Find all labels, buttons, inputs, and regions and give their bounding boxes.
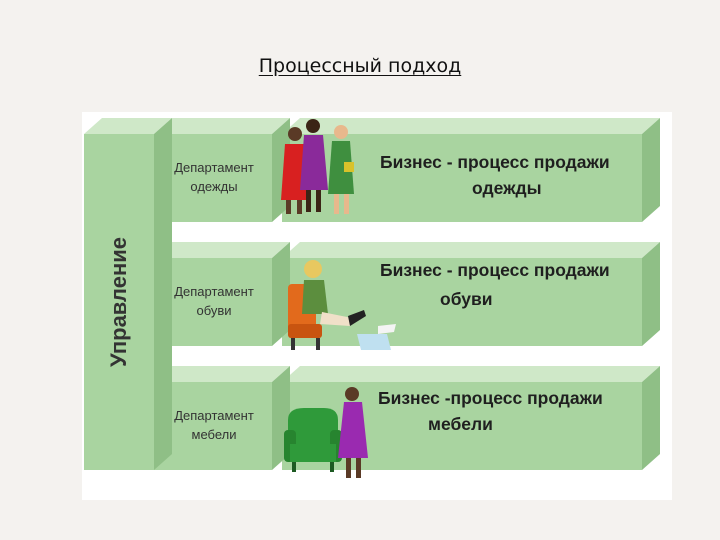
furniture-illustration — [284, 387, 368, 478]
slide-title: Процессный подход — [258, 55, 462, 77]
process-shelf-shoes — [282, 242, 660, 346]
dept-label-furniture-line2: мебели — [192, 427, 237, 442]
process-label-furniture-line2: мебели — [428, 414, 493, 434]
management-label: Управление — [106, 237, 131, 367]
dept-label-shoes-line2: обуви — [196, 303, 231, 318]
dept-label-clothing-line2: одежды — [190, 179, 237, 194]
management-pillar — [84, 118, 172, 470]
process-label-clothing-line1: Бизнес - процесс продажи — [380, 152, 610, 172]
process-label-shoes-line2: обуви — [440, 289, 493, 309]
dept-label-clothing-line1: Департамент — [174, 160, 254, 175]
process-diagram: Управление Департамент одежды Департамен… — [82, 112, 672, 500]
shoe-fitting-illustration — [288, 260, 396, 350]
clothing-salespeople-illustration — [281, 119, 354, 214]
dept-label-furniture-line1: Департамент — [174, 408, 254, 423]
department-panel-shoes — [154, 242, 290, 346]
dept-label-shoes-line1: Департамент — [174, 284, 254, 299]
process-label-shoes-line1: Бизнес - процесс продажи — [380, 260, 610, 280]
process-label-clothing-line2: одежды — [472, 178, 542, 198]
process-label-furniture-line1: Бизнес -процесс продажи — [378, 388, 603, 408]
